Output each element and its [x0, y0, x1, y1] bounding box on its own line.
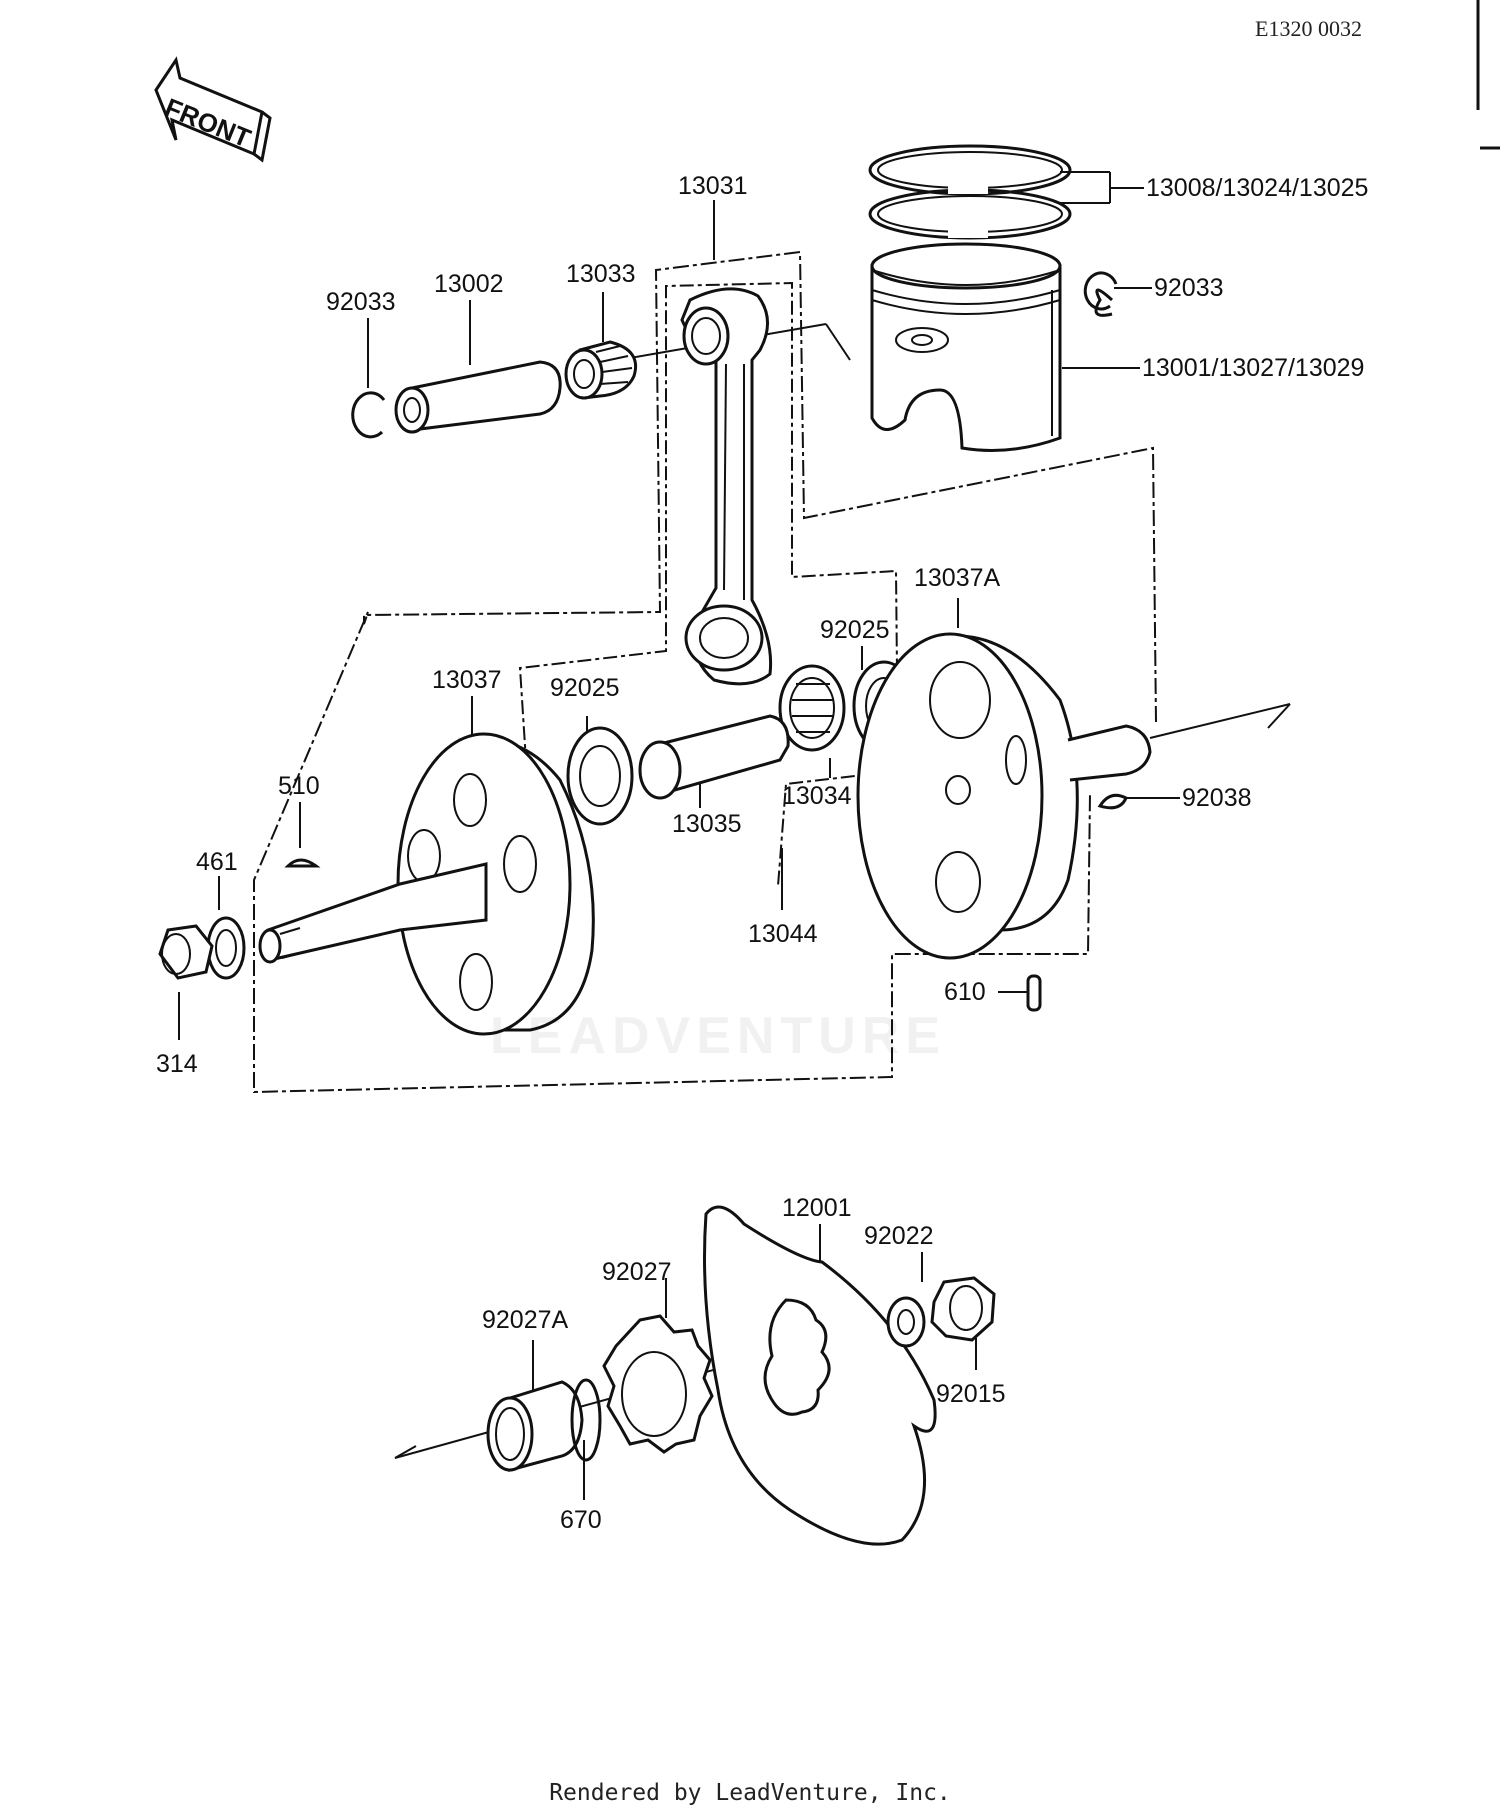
- callout-13008-13024-13025: 13008/13024/13025: [1146, 174, 1369, 202]
- piston-rings: [868, 144, 1072, 240]
- o-ring-670: [570, 1378, 602, 1462]
- assembly-outline-crank: [253, 250, 1157, 1094]
- callout-92027: 92027: [602, 1258, 672, 1286]
- callout-13037A: 13037A: [914, 564, 1001, 592]
- callout-13035: 13035: [672, 810, 742, 838]
- circlip-right: [1094, 288, 1114, 317]
- callout-670: 670: [560, 1506, 602, 1534]
- big-end-bearing: [778, 664, 846, 752]
- callout-314: 314: [156, 1050, 198, 1078]
- footer-credit: Rendered by LeadVenture, Inc.: [549, 1780, 951, 1806]
- crank-wheel-right: [856, 632, 1152, 960]
- crankpin: [638, 714, 790, 800]
- callout-610: 610: [944, 978, 986, 1006]
- circlip-right-body: [1083, 271, 1118, 311]
- callout-92038: 92038: [1182, 784, 1252, 812]
- callout-92022: 92022: [864, 1222, 934, 1250]
- piston: [870, 242, 1062, 452]
- callout-13033: 13033: [566, 260, 636, 288]
- woodruff-key-92038: [1097, 793, 1128, 810]
- circlip-left: [351, 391, 386, 439]
- callout-92027A: 92027A: [482, 1306, 569, 1334]
- nut-314: [158, 924, 214, 980]
- connecting-rod: [680, 287, 773, 686]
- watermark: LEADVENTURE: [490, 1007, 947, 1065]
- callout-92033-left: 92033: [326, 288, 396, 316]
- small-end-bearing: [564, 340, 637, 400]
- callout-13031: 13031: [678, 172, 748, 200]
- callout-13034: 13034: [782, 782, 852, 810]
- piston-pin: [394, 360, 562, 434]
- crank-wheel-left: [258, 732, 595, 1036]
- callout-12001: 12001: [782, 1194, 852, 1222]
- sprocket-92027: [602, 1314, 714, 1454]
- callout-13037: 13037: [432, 666, 502, 694]
- collar-92027A: [486, 1380, 584, 1472]
- woodruff-key-510: [284, 858, 321, 868]
- nut-92015: [930, 1276, 996, 1342]
- front-arrow-icon: [154, 56, 272, 163]
- callout-461: 461: [196, 848, 238, 876]
- diagram-code: E1320 0032: [1255, 16, 1362, 41]
- callout-13001-13027-13029: 13001/13027/13029: [1142, 354, 1365, 382]
- dowel-pin-610: [1026, 974, 1042, 1012]
- callout-92033-right: 92033: [1154, 274, 1224, 302]
- washer-92022: [886, 1296, 926, 1348]
- callout-92025-left: 92025: [550, 674, 620, 702]
- washer-461: [206, 916, 246, 980]
- callout-13002: 13002: [434, 270, 504, 298]
- callout-92025-right: 92025: [820, 616, 890, 644]
- callout-510: 510: [278, 772, 320, 800]
- thrust-washer-left: [566, 726, 634, 826]
- callout-13044: 13044: [748, 920, 818, 948]
- callout-92015: 92015: [936, 1380, 1006, 1408]
- primary-gear-plate: [703, 1205, 937, 1546]
- assembly-outline-13044: [518, 281, 900, 887]
